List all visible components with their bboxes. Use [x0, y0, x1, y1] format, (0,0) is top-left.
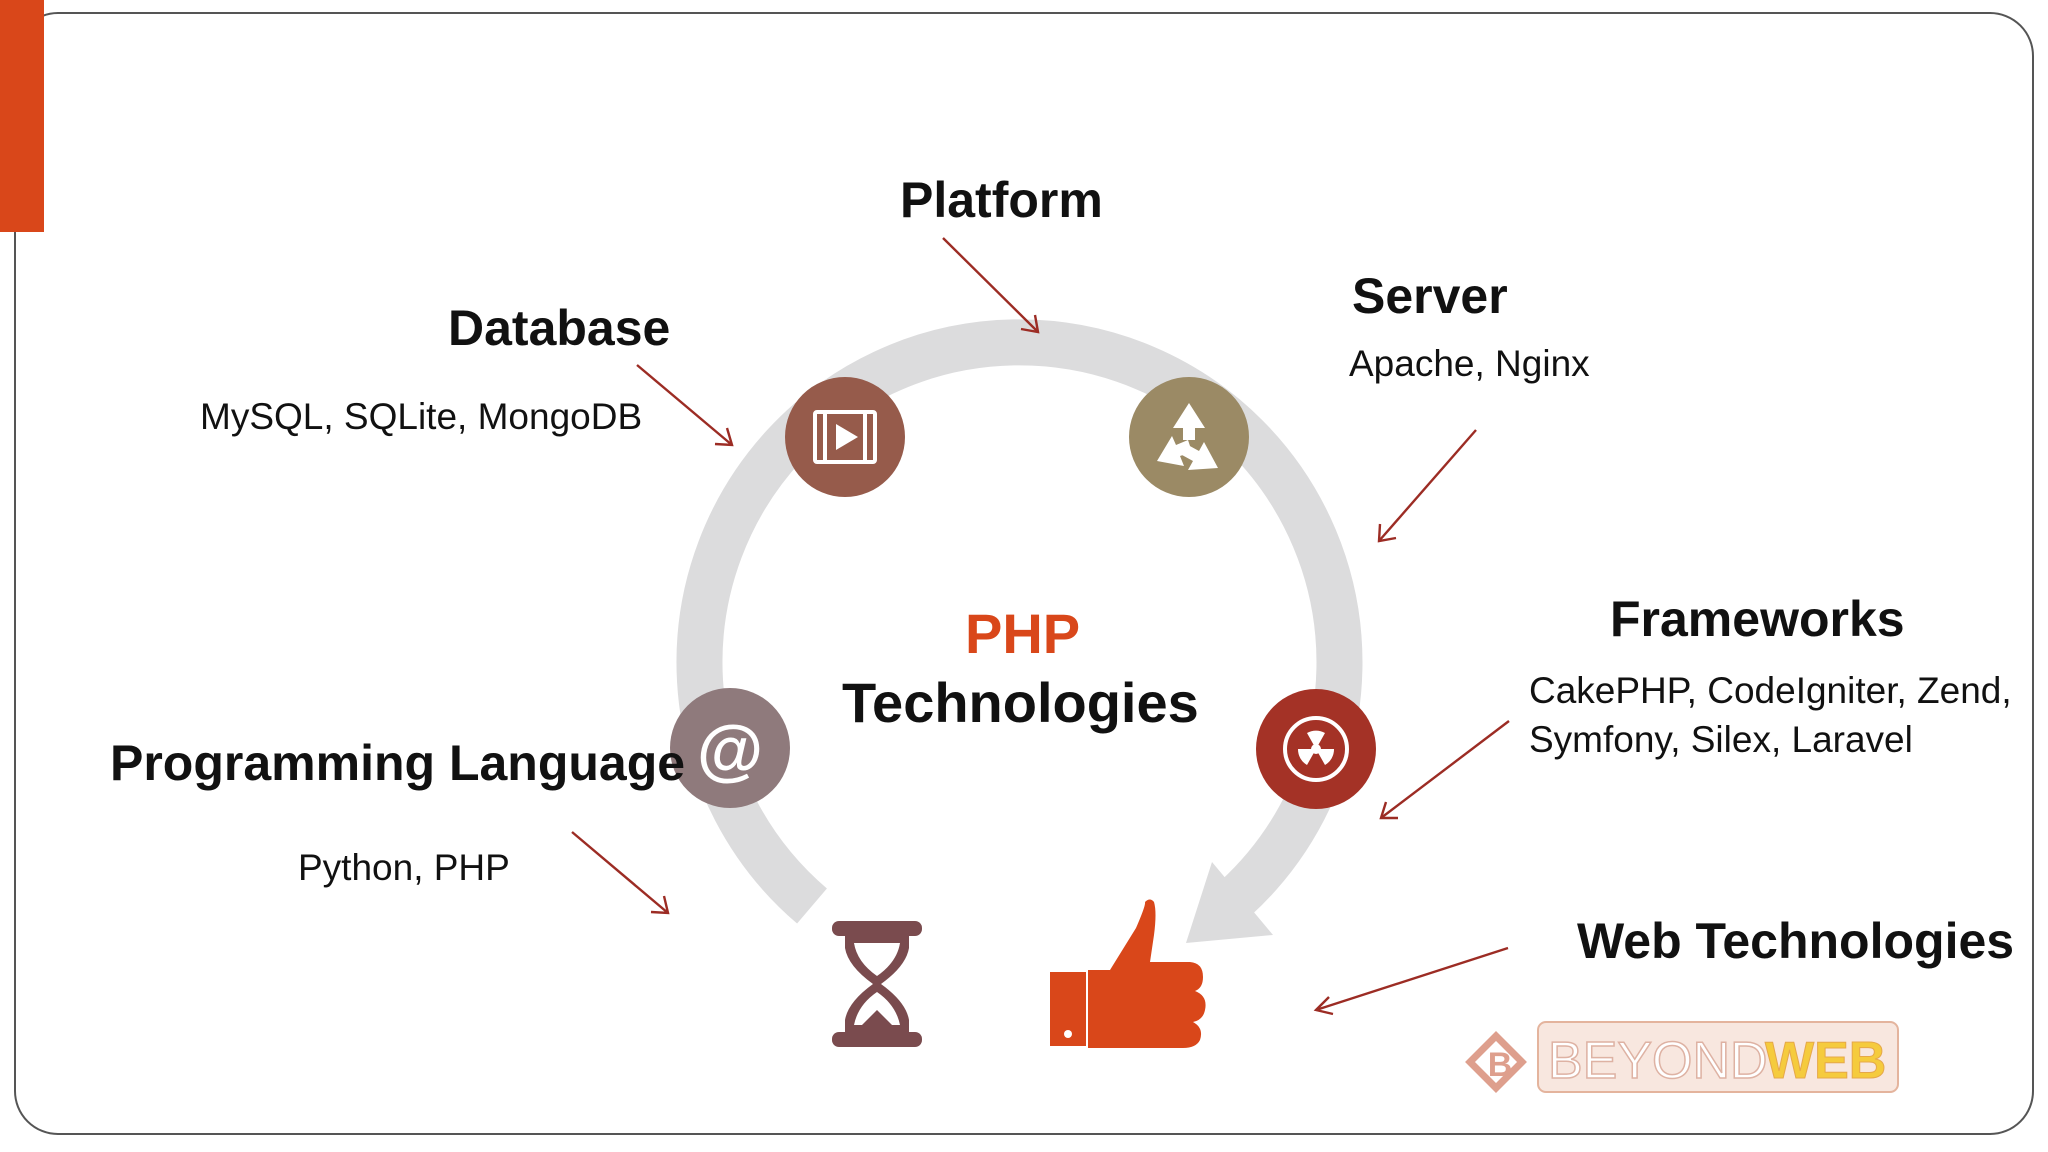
frameworks-examples-line2: Symfony, Silex, Laravel [1529, 719, 1913, 760]
frameworks-arrow [1379, 720, 1510, 820]
center-title: PHP [965, 602, 1081, 665]
cycle-ring [676, 319, 1363, 924]
server-label: Server [1352, 268, 1508, 324]
at-icon: @ [697, 712, 763, 788]
film-icon [813, 410, 877, 464]
web-arrow [1313, 946, 1509, 1016]
language-examples: Python, PHP [298, 847, 510, 888]
database-examples: MySQL, SQLite, MongoDB [200, 396, 643, 437]
hourglass-icon [832, 921, 922, 1047]
platform-arrow [942, 237, 1040, 334]
language-node [670, 688, 790, 808]
database-arrow [636, 364, 734, 447]
frameworks-label: Frameworks [1610, 591, 1905, 647]
radiation-icon [1283, 716, 1349, 782]
cycle-ring-arrowhead [1186, 862, 1273, 943]
language-arrow [571, 831, 670, 915]
svg-text:BEYOND: BEYOND [1548, 1032, 1768, 1090]
center-subtitle: Technologies [842, 671, 1199, 734]
svg-text:B: B [1488, 1046, 1513, 1084]
thumbs-up-icon [1050, 899, 1206, 1048]
server-arrow [1377, 429, 1477, 543]
language-label: Programming Language [110, 735, 686, 791]
server-examples: Apache, Nginx [1349, 343, 1590, 384]
slide-frame [14, 12, 2034, 1135]
beyondweb-logo: B BEYOND WEB [1465, 1021, 1899, 1093]
frameworks-examples-line1: CakePHP, CodeIgniter, Zend, [1529, 670, 2012, 711]
svg-text:WEB: WEB [1765, 1032, 1886, 1090]
web-technologies-label: Web Technologies [1577, 913, 2015, 969]
platform-label: Platform [900, 172, 1103, 228]
accent-bar [0, 0, 44, 232]
recycle-icon [1157, 403, 1218, 470]
database-label: Database [448, 300, 671, 356]
